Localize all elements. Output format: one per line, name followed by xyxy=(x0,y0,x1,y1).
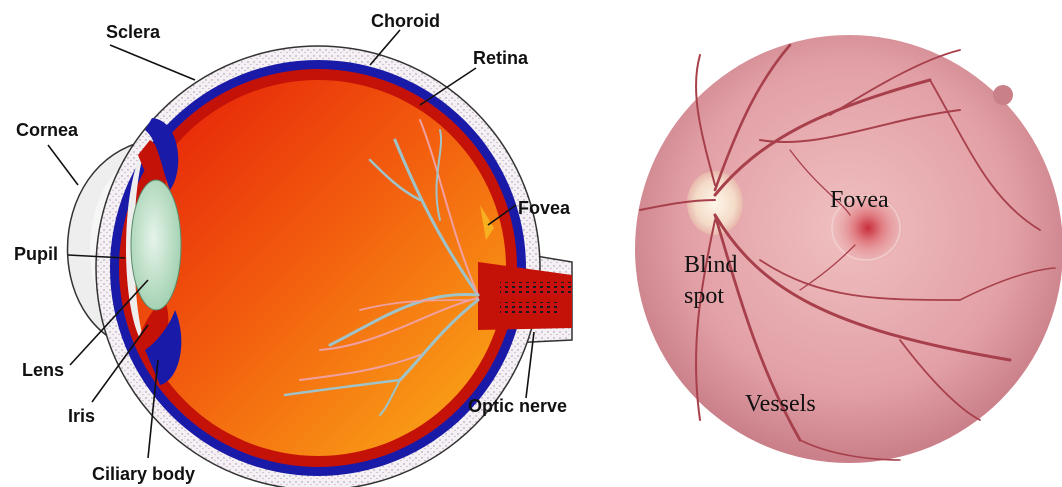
label-vessels: Vessels xyxy=(745,391,816,417)
label-cornea: Cornea xyxy=(16,120,79,140)
label-lens: Lens xyxy=(22,360,64,380)
optic-nerve-fibers xyxy=(500,282,572,296)
label-blind-spot-line2: spot xyxy=(684,283,724,309)
fundus-notch xyxy=(993,85,1013,105)
optic-nerve-fibers-2 xyxy=(500,302,560,314)
label-iris: Iris xyxy=(68,406,95,426)
label-optic-nerve: Optic nerve xyxy=(468,396,567,416)
label-pupil: Pupil xyxy=(14,244,58,264)
label-fovea-right: Fovea xyxy=(830,187,889,213)
label-ciliary-body: Ciliary body xyxy=(92,464,195,484)
label-fovea-left: Fovea xyxy=(518,198,571,218)
label-sclera: Sclera xyxy=(106,22,161,42)
optic-disc xyxy=(687,171,743,235)
fundus-photo: Fovea Blind spot Vessels xyxy=(635,35,1062,463)
label-choroid: Choroid xyxy=(371,11,440,31)
label-blind-spot-line1: Blind xyxy=(684,252,737,278)
label-retina: Retina xyxy=(473,48,529,68)
vitreous-body xyxy=(130,80,506,456)
eye-cross-section: Sclera Choroid Retina Cornea Fovea Pupil… xyxy=(14,11,572,487)
